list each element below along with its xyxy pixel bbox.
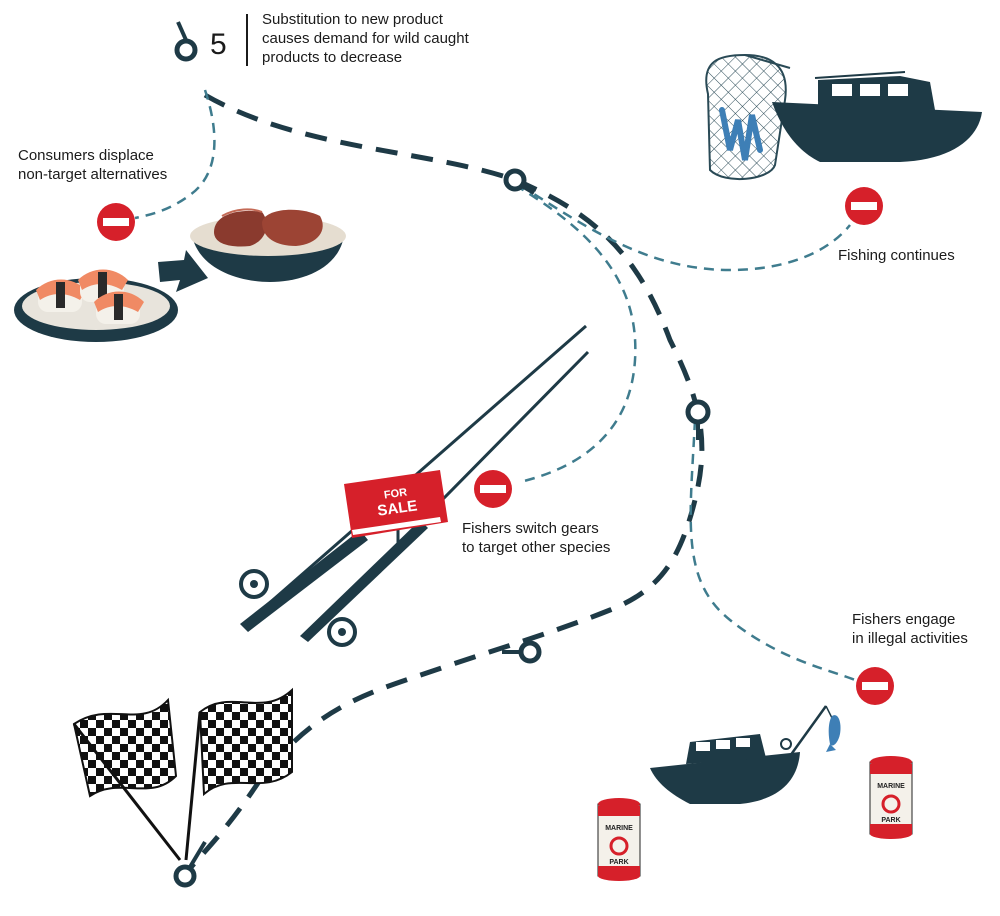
marine-park-top-text: MARINE bbox=[877, 783, 905, 790]
outcome-illegal-label: Fishers engage in illegal activities bbox=[852, 611, 968, 647]
meat-bowl-icon bbox=[190, 208, 346, 282]
arrow-icon bbox=[158, 250, 208, 292]
outcome-consumers-label: Consumers displace non-target alternativ… bbox=[18, 147, 168, 183]
checkered-flag-icon bbox=[72, 687, 293, 861]
main-route bbox=[182, 92, 705, 877]
sushi-plate-icon bbox=[14, 269, 178, 342]
waypoint-marker bbox=[503, 168, 536, 195]
no-entry-icon bbox=[97, 203, 135, 241]
outcome-gears-label: Fishers switch gears to target other spe… bbox=[462, 520, 611, 556]
no-entry-icon bbox=[845, 187, 883, 225]
branch-fishing bbox=[519, 183, 851, 272]
no-entry-icon bbox=[474, 470, 512, 508]
fish-icon bbox=[826, 715, 841, 752]
waypoints bbox=[173, 21, 711, 888]
waypoint-marker bbox=[173, 840, 207, 888]
for-sale-sign-icon: FOR SALE bbox=[344, 470, 448, 555]
for-sale-bottom-text: SALE bbox=[376, 497, 418, 519]
step-title: Substitution to new product causes deman… bbox=[262, 11, 469, 66]
fishing-net-icon bbox=[705, 53, 791, 181]
waypoint-marker bbox=[174, 21, 198, 62]
step-divider bbox=[246, 14, 248, 66]
branch-gears bbox=[514, 183, 637, 484]
marine-park-bottom-text: PARK bbox=[609, 859, 628, 866]
branch-consumers bbox=[134, 89, 216, 220]
waypoint-marker bbox=[502, 640, 542, 664]
marine-park-top-text: MARINE bbox=[605, 825, 633, 832]
for-sale-top-text: FOR bbox=[383, 486, 408, 501]
no-entry-icon bbox=[856, 667, 894, 705]
boat-icon bbox=[650, 705, 833, 804]
outcome-fishing-label: Fishing continues bbox=[838, 247, 955, 264]
main-path bbox=[182, 92, 705, 877]
branch-paths bbox=[134, 89, 856, 682]
boat-icon bbox=[772, 71, 982, 162]
marine-park-buoy-icon: MARINE PARK bbox=[869, 756, 913, 839]
fishing-rod-icon bbox=[239, 324, 590, 647]
marine-park-bottom-text: PARK bbox=[881, 817, 900, 824]
branch-illegal bbox=[689, 419, 856, 682]
step-number: 5 bbox=[210, 28, 227, 61]
marine-park-buoy-icon: MARINE PARK bbox=[597, 798, 641, 881]
waypoint-marker bbox=[685, 399, 711, 440]
